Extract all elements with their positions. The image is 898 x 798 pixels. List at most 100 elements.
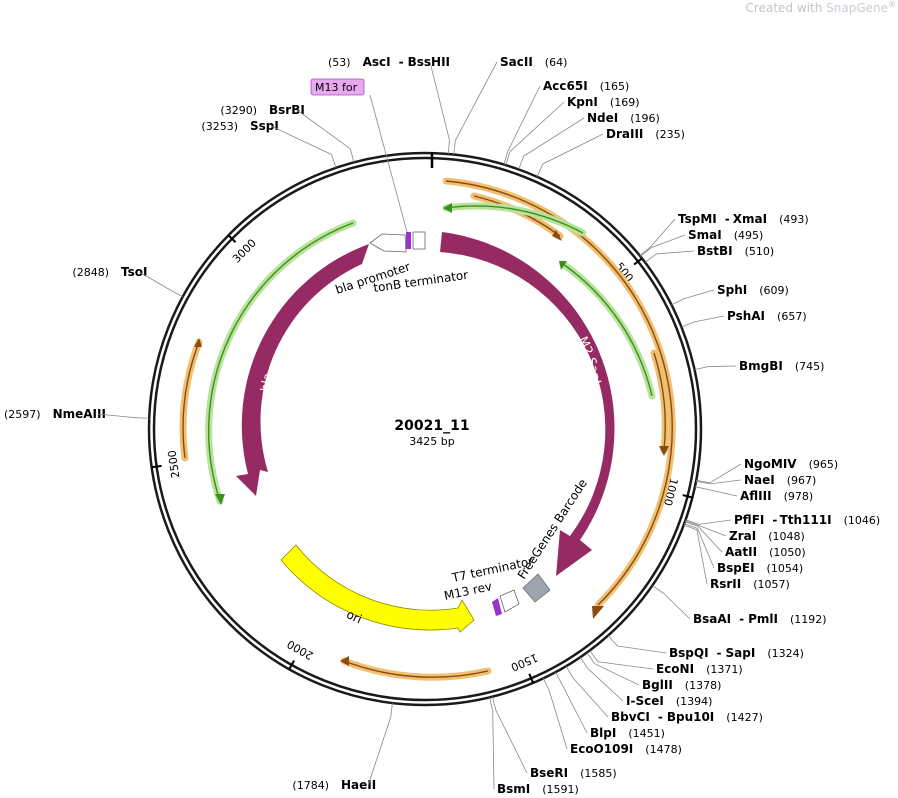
site-name: DraIII xyxy=(606,127,643,141)
site-leader xyxy=(97,413,136,419)
site-name: TspMI xyxy=(678,212,717,226)
site-draiii[interactable]: DraIII(235) xyxy=(536,127,685,177)
feature-bla[interactable]: bla xyxy=(236,244,369,496)
site-sspi[interactable]: (3253)SspI xyxy=(201,119,337,168)
site-position: (1591) xyxy=(542,783,579,796)
green-arc-left-line xyxy=(207,222,354,502)
site-bstbi[interactable]: BstBI(510) xyxy=(644,244,774,263)
site-econi[interactable]: EcoNI(1371) xyxy=(589,650,743,676)
site-position: (978) xyxy=(784,490,814,503)
site-blpi[interactable]: BlpI(1451) xyxy=(555,672,665,740)
site-bmgbi[interactable]: BmgBI(745) xyxy=(694,359,825,373)
site-name: KpnI xyxy=(567,95,598,109)
m13-rev-label: M13 rev xyxy=(443,579,493,603)
site-position: (1585) xyxy=(580,767,617,780)
site-rsrii[interactable]: RsrII(1057) xyxy=(683,524,790,591)
watermark-brand: SnapGene xyxy=(826,1,888,15)
site-bglii[interactable]: BglII(1378) xyxy=(586,652,722,692)
site-name-2: BssHII xyxy=(408,55,450,69)
site-asci[interactable]: (53)AscI-BssHII xyxy=(328,55,450,155)
site-leader xyxy=(696,529,708,585)
site-bsmi[interactable]: BsmI(1591) xyxy=(489,697,579,796)
site-leader-stub xyxy=(579,657,589,670)
site-zrai[interactable]: ZraI(1048) xyxy=(685,520,805,543)
site-leader-stub xyxy=(453,140,456,155)
site-name: BmgBI xyxy=(739,359,783,373)
site-position: (1394) xyxy=(676,695,713,708)
primer-m13-for[interactable]: M13 for xyxy=(310,78,408,233)
feature-ori[interactable]: ori xyxy=(280,544,475,633)
site-bspei[interactable]: BspEI(1054) xyxy=(684,523,804,575)
site-label: PflFI-Tth111I(1046) xyxy=(734,513,880,527)
orf-arc-mid-right-head xyxy=(552,230,562,241)
site-name: NgoMIV xyxy=(744,457,797,471)
site-bspqi[interactable]: BspQI-SapI(1324) xyxy=(607,635,804,660)
site-pshai[interactable]: PshAI(657) xyxy=(681,309,807,328)
site-label: BlpI(1451) xyxy=(590,726,665,740)
site-position: (609) xyxy=(759,284,789,297)
site-position: (196) xyxy=(630,112,660,125)
site-label: AatII(1050) xyxy=(725,545,806,559)
site-pflfi[interactable]: PflFI-Tth111I(1046) xyxy=(685,513,881,527)
site-afliii[interactable]: AflIII(978) xyxy=(694,486,814,503)
site-ngomiv[interactable]: NgoMIV(965) xyxy=(696,457,838,484)
site-sphi[interactable]: SphI(609) xyxy=(671,283,789,306)
site-leader-stub xyxy=(644,253,657,263)
site-i-scei[interactable]: I-SceI(1394) xyxy=(579,657,713,708)
site-name: BglII xyxy=(642,678,673,692)
site-haeii[interactable]: (1784)HaeII xyxy=(292,703,393,792)
feature-t7-terminator[interactable]: T7 terminator M13 rev xyxy=(443,554,535,616)
green-arc-left-head xyxy=(215,494,225,505)
backbone-outer-circle xyxy=(147,151,703,707)
site-label: NaeI(967) xyxy=(744,473,816,487)
site-leader-stub xyxy=(555,672,563,685)
site-position: (3253) xyxy=(201,120,238,133)
site-leader-stub xyxy=(640,247,652,257)
site-aatii[interactable]: AatII(1050) xyxy=(684,521,806,559)
site-leader xyxy=(650,218,676,248)
site-position: (1046) xyxy=(844,514,881,527)
site-label: SmaI(495) xyxy=(688,228,763,242)
plasmid-length: 3425 bp xyxy=(409,435,454,448)
site-bsrbi[interactable]: (3290)BsrBI xyxy=(220,103,355,163)
site-bbvci[interactable]: BbvCI-Bpu10I(1427) xyxy=(565,666,763,724)
bla-promoter-arrow xyxy=(369,233,407,253)
site-position: (1451) xyxy=(628,727,665,740)
green-arc-right-head xyxy=(559,261,567,270)
site-ecoo109i[interactable]: EcoO109I(1478) xyxy=(542,678,682,756)
bla-arrow xyxy=(236,244,369,496)
site-name-dash: - xyxy=(739,612,744,626)
site-position: (53) xyxy=(328,56,351,69)
site-name: Acc65I xyxy=(543,79,588,93)
site-leader xyxy=(594,663,640,686)
site-position: (1427) xyxy=(726,711,763,724)
site-leader-stub xyxy=(542,678,550,692)
site-position: (1054) xyxy=(767,562,804,575)
site-leader xyxy=(709,463,742,484)
site-tspmi[interactable]: TspMI-XmaI(493) xyxy=(639,212,809,256)
site-bseri[interactable]: BseRI(1585) xyxy=(492,696,617,780)
site-smai[interactable]: SmaI(495) xyxy=(640,228,763,257)
site-leader-stub xyxy=(492,696,497,711)
orf-arc-outer-right-line xyxy=(445,180,673,606)
site-sacii[interactable]: SacII(64) xyxy=(453,55,568,155)
site-label: (2848)TsoI xyxy=(72,265,147,279)
site-leader-stub xyxy=(684,523,698,529)
site-name: EcoNI xyxy=(656,662,694,676)
site-kpni[interactable]: KpnI(169) xyxy=(505,95,640,166)
site-naei[interactable]: NaeI(967) xyxy=(695,473,816,487)
site-name: AscI xyxy=(363,55,391,69)
site-acc65i[interactable]: Acc65I(165) xyxy=(503,79,629,165)
site-bsaai[interactable]: BsaAI-PmlI(1192) xyxy=(652,585,827,626)
site-label: EcoO109I(1478) xyxy=(570,742,682,756)
site-nmeaiii[interactable]: (2597)NmeAIII xyxy=(4,407,150,421)
site-tsoi[interactable]: (2848)TsoI xyxy=(72,265,183,298)
site-leader xyxy=(617,645,667,654)
bla-label: bla xyxy=(258,372,275,393)
site-name: SmaI xyxy=(688,228,722,242)
m13-rev-bar xyxy=(492,598,502,616)
site-leader xyxy=(697,528,715,569)
site-label: (3290)BsrBI xyxy=(220,103,304,117)
site-ndei[interactable]: NdeI(196) xyxy=(518,111,660,170)
